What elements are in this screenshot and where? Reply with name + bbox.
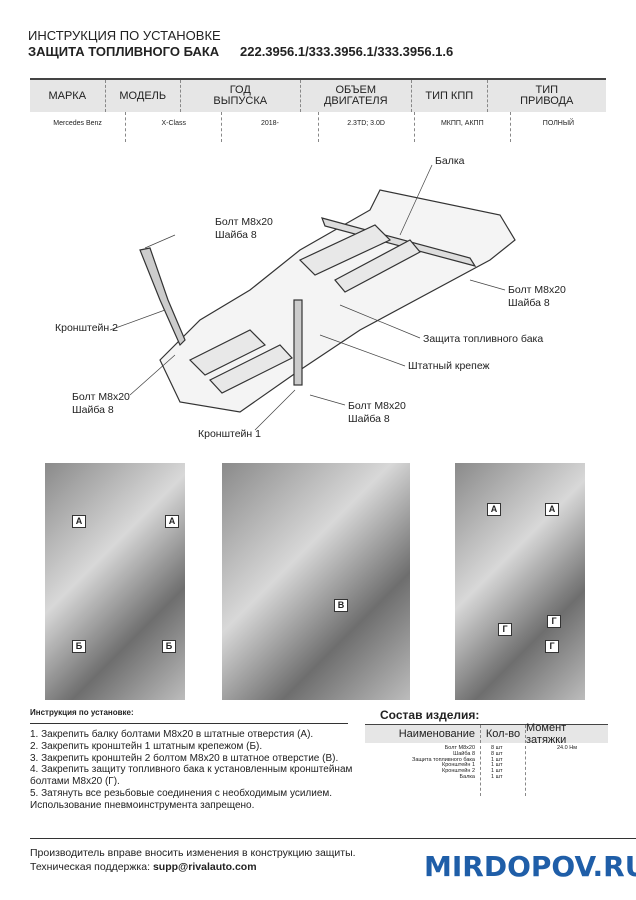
composition-table: Наименование Кол-во Момент затяжки Болт …	[365, 722, 608, 796]
label-tank-guard: Защита топливного бака	[423, 333, 544, 345]
support-label: Техническая поддержка:	[30, 861, 153, 873]
spec-cell: X-Class	[126, 112, 223, 142]
marker-b: Б	[162, 640, 176, 653]
composition-header: Момент затяжки	[526, 722, 567, 746]
label-washer: Шайба 8	[348, 413, 390, 425]
bracket-2	[139, 247, 186, 347]
composition-header: Кол-во	[481, 725, 526, 743]
spec-cell: 2.3TD; 3.0D	[319, 112, 415, 142]
bracket-1	[293, 299, 303, 386]
tank-guard-plate	[159, 189, 516, 413]
label-bolt: Болт M8x20	[215, 216, 273, 228]
composition-header: Наименование	[365, 725, 481, 743]
marker-g: Г	[498, 623, 512, 636]
label-washer: Шайба 8	[215, 229, 257, 241]
spec-cell: 2018-	[222, 112, 319, 142]
label-washer: Шайба 8	[508, 297, 550, 309]
label-bolt: Болт M8x20	[508, 284, 566, 296]
composition-body: Болт M8x20 Шайба 8 Защита топливного бак…	[365, 743, 608, 796]
spec-cell: Mercedes Benz	[30, 112, 127, 142]
marker-b: Б	[72, 640, 86, 653]
marker-a: А	[545, 503, 559, 516]
doc-subtitle: ИНСТРУКЦИЯ ПО УСТАНОВКЕ	[28, 28, 221, 43]
part-qty: 1 шт	[491, 756, 503, 763]
label-washer: Шайба 8	[72, 404, 114, 416]
footer-note: Производитель вправе вносить изменения в…	[30, 847, 356, 859]
part-name: Болт M8x20	[444, 745, 475, 751]
instructions-list: 1. Закрепить балку болтами М8х20 в штатн…	[30, 729, 360, 812]
spec-header: ОБЪЕМ ДВИГАТЕЛЯ	[301, 80, 412, 112]
spec-cell: ПОЛНЫЙ	[542, 120, 575, 127]
label-std-fastener: Штатный крепеж	[408, 360, 490, 372]
composition-title: Состав изделия:	[380, 708, 480, 722]
watermark: MIRDOPOV.RU	[424, 850, 636, 883]
instruction-step: 2. Закрепить кронштейн 1 штатным крепежо…	[30, 740, 263, 752]
part-qty: 8 шт	[491, 750, 503, 757]
part-name: Защита топливного бака	[412, 756, 475, 763]
label-bolt: Болт M8x20	[348, 400, 406, 412]
spec-header: ТИП КПП	[412, 80, 488, 112]
label-bolt: Болт M8x20	[72, 391, 130, 403]
marker-a: А	[487, 503, 501, 516]
part-qty: 1 шт	[491, 773, 503, 780]
beam	[321, 217, 477, 267]
spec-data-row: Mercedes Benz X-Class 2018- 2.3TD; 3.0D …	[30, 112, 606, 142]
label-bracket-1: Кронштейн 1	[198, 428, 261, 440]
support-line: Техническая поддержка: supp@rivalauto.co…	[30, 861, 257, 873]
composition-header-row: Наименование Кол-во Момент затяжки	[365, 722, 608, 746]
install-photo-3: А А Г Г Г	[455, 463, 585, 700]
marker-g: Г	[547, 615, 561, 628]
support-email[interactable]: supp@rivalauto.com	[152, 861, 257, 873]
instruction-step: 4. Закрепить защиту топливного бака к ус…	[30, 764, 353, 788]
spec-header: МАРКА	[30, 80, 106, 112]
instruction-step: 3. Закрепить кронштейн 2 болтом М8х20 в …	[30, 752, 339, 764]
label-bracket-2: Кронштейн 2	[55, 322, 118, 334]
part-name: Шайба 8	[453, 750, 475, 757]
part-qty: 1 шт	[491, 762, 503, 769]
part-name: Кронштейн 1	[442, 762, 475, 769]
part-name: Кронштейн 2	[442, 768, 475, 775]
exploded-diagram	[109, 164, 516, 431]
label-beam: Балка	[435, 155, 465, 167]
spec-header: МОДЕЛЬ	[106, 80, 181, 112]
divider	[30, 838, 636, 839]
doc-title: ЗАЩИТА ТОПЛИВНОГО БАКА	[28, 44, 220, 59]
part-qty: 8 шт	[491, 745, 503, 751]
instructions-title: Инструкция по установке:	[30, 708, 134, 717]
install-photo-2: В	[222, 463, 410, 700]
spec-header-row: МАРКА МОДЕЛЬ ГОД ВЫПУСКА ОБЪЕМ ДВИГАТЕЛЯ…	[30, 78, 606, 112]
marker-a: А	[165, 515, 179, 528]
vehicle-spec-table: МАРКА МОДЕЛЬ ГОД ВЫПУСКА ОБЪЕМ ДВИГАТЕЛЯ…	[30, 78, 606, 142]
part-qty: 1 шт	[491, 768, 503, 775]
instruction-step: 5. Затянуть все резьбовые соединения с н…	[30, 787, 333, 811]
instruction-step: 1. Закрепить балку болтами М8х20 в штатн…	[30, 729, 314, 740]
marker-g: Г	[545, 640, 559, 653]
install-photo-1: А А Б Б	[45, 463, 185, 700]
part-name: Балка	[459, 773, 475, 780]
torque-value: 24.0 Нм	[557, 745, 577, 751]
spec-header: ТИП ПРИВОДА	[520, 84, 574, 107]
marker-a: А	[72, 515, 86, 528]
divider	[30, 723, 348, 724]
marker-v: В	[334, 599, 348, 612]
spec-header: ГОД ВЫПУСКА	[181, 80, 301, 112]
part-numbers: 222.3956.1/333.3956.1/333.3956.1.6	[240, 44, 454, 59]
spec-cell: МКПП, АКПП	[415, 112, 511, 142]
